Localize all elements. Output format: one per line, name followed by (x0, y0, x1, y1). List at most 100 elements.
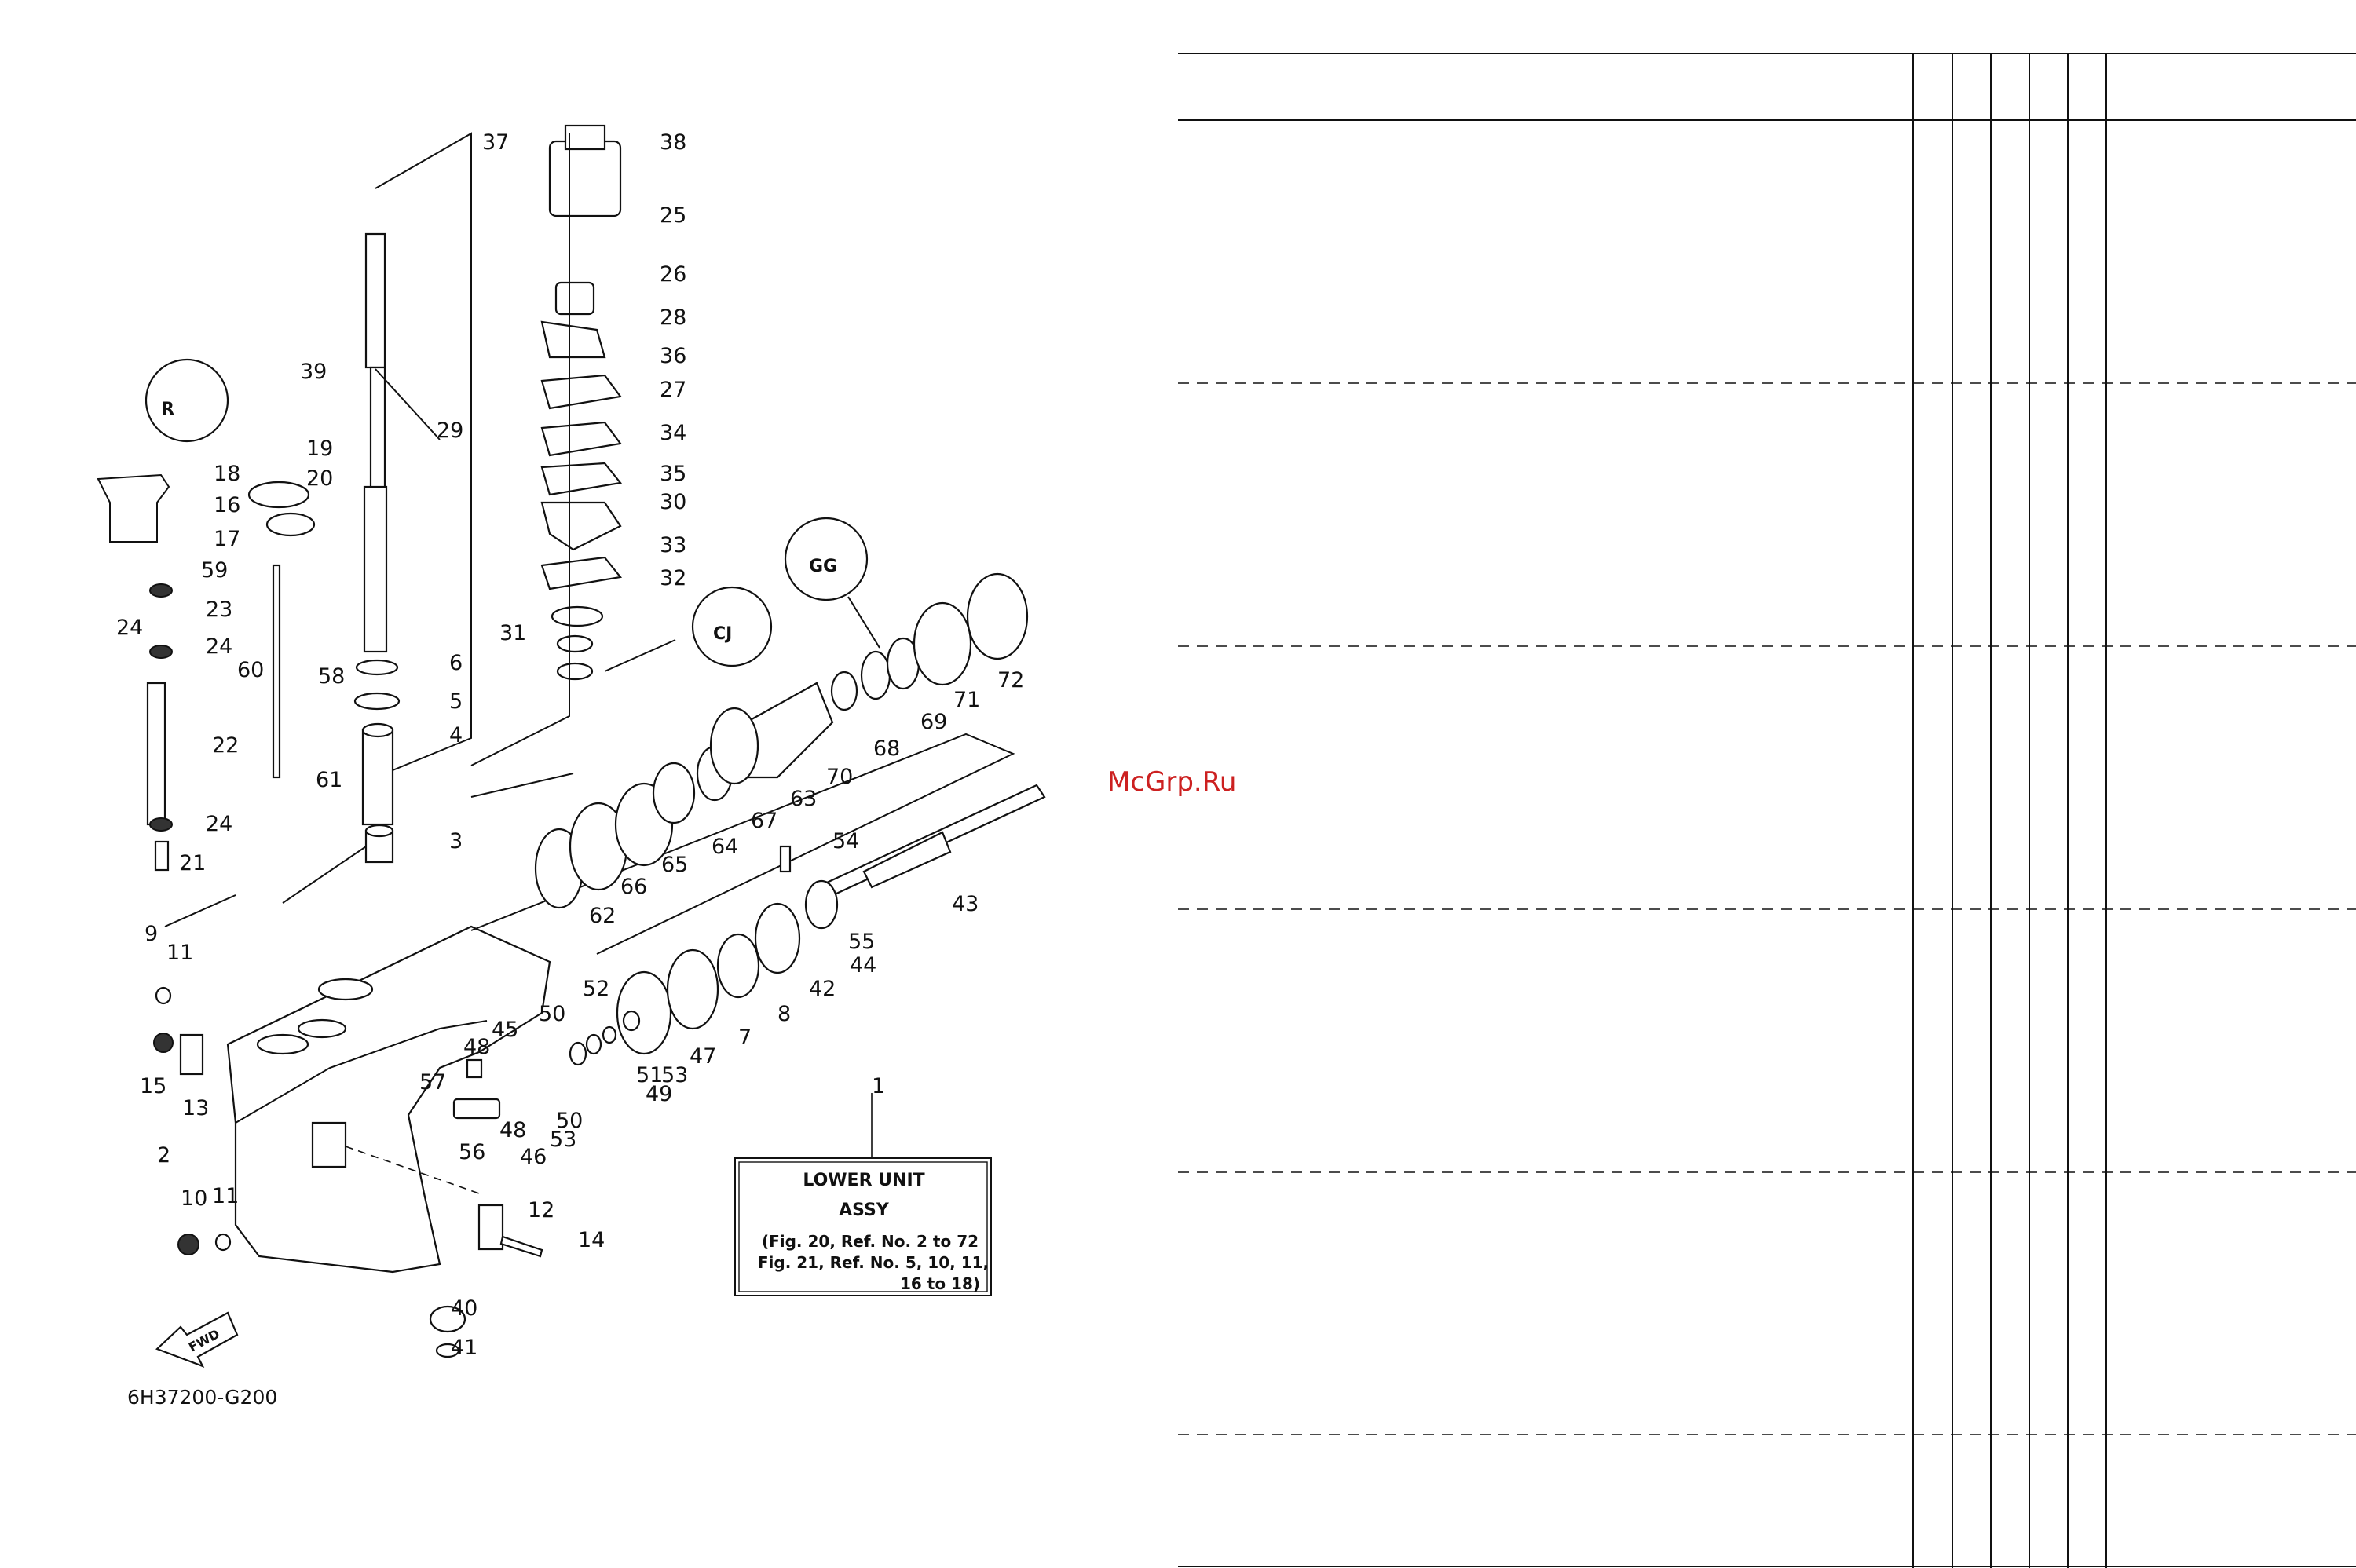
part-label-50: 50 (539, 1002, 565, 1026)
part-label-49: 49 (646, 1082, 672, 1106)
part-label-11: 11 (212, 1184, 239, 1208)
drive-shaft-bracket (282, 132, 574, 904)
part-label-62: 62 (589, 904, 616, 928)
part-label-55: 55 (848, 930, 875, 954)
part-labels: 1234567891011111213141516171819202122232… (116, 130, 1024, 1360)
part-label-26: 26 (660, 262, 686, 287)
part-label-16: 16 (214, 493, 240, 517)
part-label-64: 64 (712, 835, 738, 859)
part-label-45: 45 (492, 1018, 518, 1042)
part-label-44: 44 (850, 953, 876, 978)
part-label-29: 29 (437, 418, 463, 443)
part-label-34: 34 (660, 421, 686, 445)
assy-line-5: 16 to 18) (900, 1274, 980, 1293)
part-label-2: 2 (157, 1143, 170, 1168)
diagram-code: 6H37200-G200 (127, 1386, 277, 1409)
shift-linkage-parts (153, 986, 641, 1258)
part-label-15: 15 (140, 1074, 166, 1098)
part-label-8: 8 (777, 1002, 791, 1026)
part-label-14: 14 (578, 1228, 605, 1252)
water-pump-stack (470, 124, 623, 766)
shift-rod-assembly (97, 473, 316, 927)
part-label-68: 68 (873, 736, 900, 761)
part-label-63: 63 (790, 787, 817, 811)
part-label-27: 27 (660, 378, 686, 402)
part-label-17: 17 (214, 527, 240, 551)
part-label-18: 18 (214, 462, 240, 486)
part-label-39: 39 (300, 360, 327, 384)
part-label-48: 48 (463, 1035, 490, 1059)
part-label-72: 72 (997, 668, 1024, 693)
part-label-56: 56 (459, 1140, 485, 1164)
part-label-70: 70 (826, 765, 853, 789)
part-label-48: 48 (499, 1118, 526, 1142)
part-label-43: 43 (952, 892, 979, 916)
parts-table-grid (1178, 53, 2356, 1568)
part-label-36: 36 (660, 344, 686, 368)
part-label-6: 6 (449, 651, 463, 675)
part-label-25: 25 (660, 203, 686, 228)
grease-symbol-2: CJ (713, 624, 732, 644)
part-label-5: 5 (449, 689, 463, 714)
part-label-22: 22 (212, 733, 239, 758)
assy-line-4: Fig. 21, Ref. No. 5, 10, 11, (758, 1253, 989, 1272)
part-label-57: 57 (419, 1070, 446, 1095)
drive-shaft (363, 232, 441, 653)
part-label-38: 38 (660, 130, 686, 155)
part-label-24: 24 (206, 634, 232, 659)
grease-symbol-3: GG (809, 557, 837, 576)
part-label-33: 33 (660, 533, 686, 557)
part-label-23: 23 (206, 598, 232, 622)
part-label-52: 52 (583, 977, 609, 1001)
part-label-10: 10 (181, 1186, 207, 1211)
part-label-53: 53 (550, 1128, 576, 1152)
part-label-7: 7 (738, 1025, 752, 1050)
assy-line-1: LOWER UNIT (803, 1171, 924, 1190)
part-label-46: 46 (520, 1145, 547, 1169)
part-label-61: 61 (316, 768, 342, 792)
part-label-66: 66 (620, 875, 647, 899)
exploded-parts-diagram: R CJ GG FWD LOWER UNIT ASSY (Fig. 20, Re… (97, 124, 1046, 1409)
part-label-24: 24 (116, 616, 143, 640)
part-label-53: 53 (661, 1063, 688, 1087)
assy-line-2: ASSY (839, 1201, 890, 1220)
part-label-60: 60 (237, 658, 264, 682)
part-label-71: 71 (953, 688, 980, 712)
part-label-58: 58 (318, 664, 345, 689)
part-label-40: 40 (451, 1296, 477, 1321)
part-label-51: 51 (636, 1063, 663, 1087)
part-label-11: 11 (166, 941, 193, 965)
assy-line-3: (Fig. 20, Ref. No. 2 to 72 (762, 1232, 979, 1251)
part-label-35: 35 (660, 462, 686, 486)
part-label-9: 9 (145, 922, 158, 946)
grease-symbol-1: R (161, 400, 174, 419)
part-label-3: 3 (449, 829, 463, 853)
part-label-20: 20 (306, 466, 333, 491)
part-label-47: 47 (690, 1044, 716, 1069)
part-label-59: 59 (201, 558, 228, 583)
bearing-and-sleeve-stack (353, 659, 401, 864)
watermark: McGrp.Ru (1107, 766, 1237, 798)
part-label-37: 37 (482, 130, 509, 155)
part-label-42: 42 (809, 977, 836, 1001)
part-label-13: 13 (182, 1096, 209, 1120)
part-label-69: 69 (920, 710, 947, 734)
grease-symbol-callouts: R CJ GG (145, 358, 880, 672)
part-label-31: 31 (499, 621, 526, 645)
part-label-50: 50 (556, 1109, 583, 1133)
part-label-19: 19 (306, 437, 333, 461)
part-label-1: 1 (872, 1074, 885, 1098)
part-label-30: 30 (660, 490, 686, 514)
part-label-28: 28 (660, 305, 686, 330)
part-label-12: 12 (528, 1198, 554, 1223)
lower-case-housing (226, 925, 551, 1274)
part-label-21: 21 (179, 851, 206, 875)
part-label-24: 24 (206, 812, 232, 836)
part-label-32: 32 (660, 566, 686, 590)
part-label-67: 67 (751, 809, 777, 833)
part-label-54: 54 (832, 829, 859, 853)
assy-box: LOWER UNIT ASSY (Fig. 20, Ref. No. 2 to … (734, 1093, 992, 1296)
fwd-arrow-icon: FWD (155, 1311, 239, 1369)
propeller-shaft-assembly (429, 572, 1046, 1358)
part-label-41: 41 (451, 1336, 477, 1360)
